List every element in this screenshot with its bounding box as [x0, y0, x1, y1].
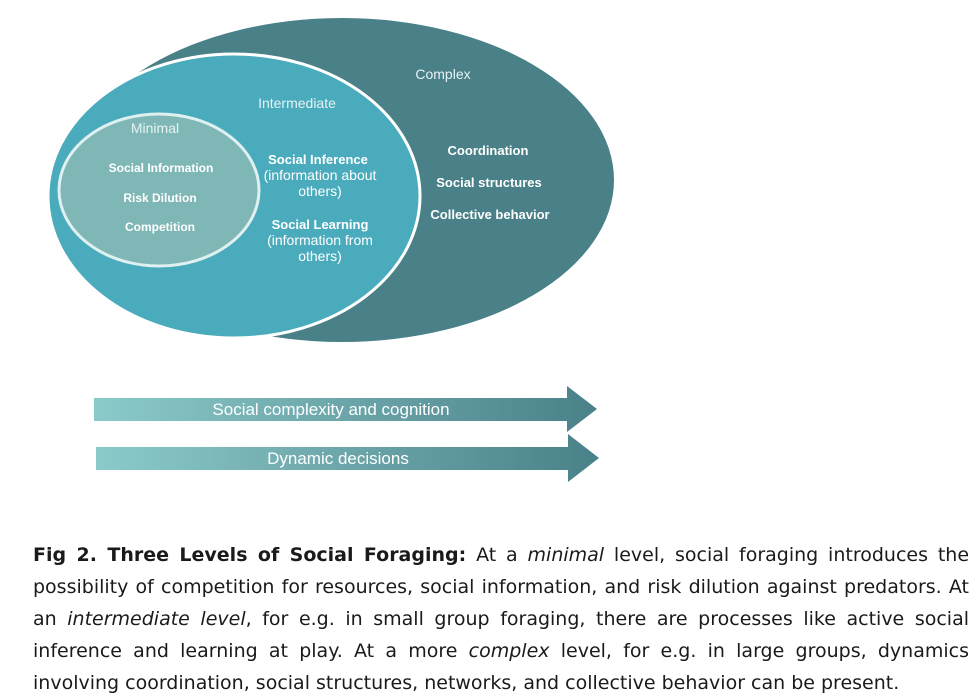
complex-item-coordination: Coordination [448, 143, 529, 158]
intermediate-inference-title: Social Inference [268, 152, 368, 167]
minimal-label: Minimal [131, 120, 179, 136]
arrow-dynamic-decisions-label: Dynamic decisions [267, 449, 409, 468]
intermediate-learning-detail-2: others) [298, 248, 342, 264]
arrow-dynamic-decisions [96, 434, 599, 482]
complex-item-collective-behavior: Collective behavior [430, 207, 549, 222]
caption-figure-label: Fig 2. Three Levels of Social Foraging: [33, 544, 467, 566]
complex-label: Complex [415, 66, 470, 82]
caption-emphasis-intermediate: intermediate level [67, 608, 246, 630]
intermediate-inference-detail-2: others) [298, 183, 342, 199]
intermediate-label: Intermediate [258, 95, 336, 111]
intermediate-learning-title: Social Learning [272, 217, 369, 232]
caption-emphasis-complex: complex [468, 640, 550, 662]
intermediate-inference-detail-1: (information about [264, 167, 377, 183]
minimal-item-competition: Competition [125, 220, 195, 234]
social-foraging-diagram: Complex Coordination Social structures C… [46, 18, 614, 482]
complex-item-social-structures: Social structures [436, 175, 542, 190]
caption-text-1: At a [466, 544, 528, 566]
arrow-social-complexity-label: Social complexity and cognition [212, 400, 449, 419]
caption-text-2: level, social foraging introduces the po… [33, 544, 970, 630]
arrow-social-complexity [94, 386, 597, 432]
caption-text-3: , for e.g. in small group foraging, ther… [33, 608, 969, 662]
caption-emphasis-minimal: minimal [527, 544, 605, 566]
figure-caption: Fig 2. Three Levels of Social Foraging: … [33, 539, 969, 699]
intermediate-learning-detail-1: (information from [267, 232, 373, 248]
minimal-item-social-information: Social Information [109, 161, 214, 175]
minimal-ellipse [57, 112, 261, 268]
minimal-item-risk-dilution: Risk Dilution [123, 191, 196, 205]
